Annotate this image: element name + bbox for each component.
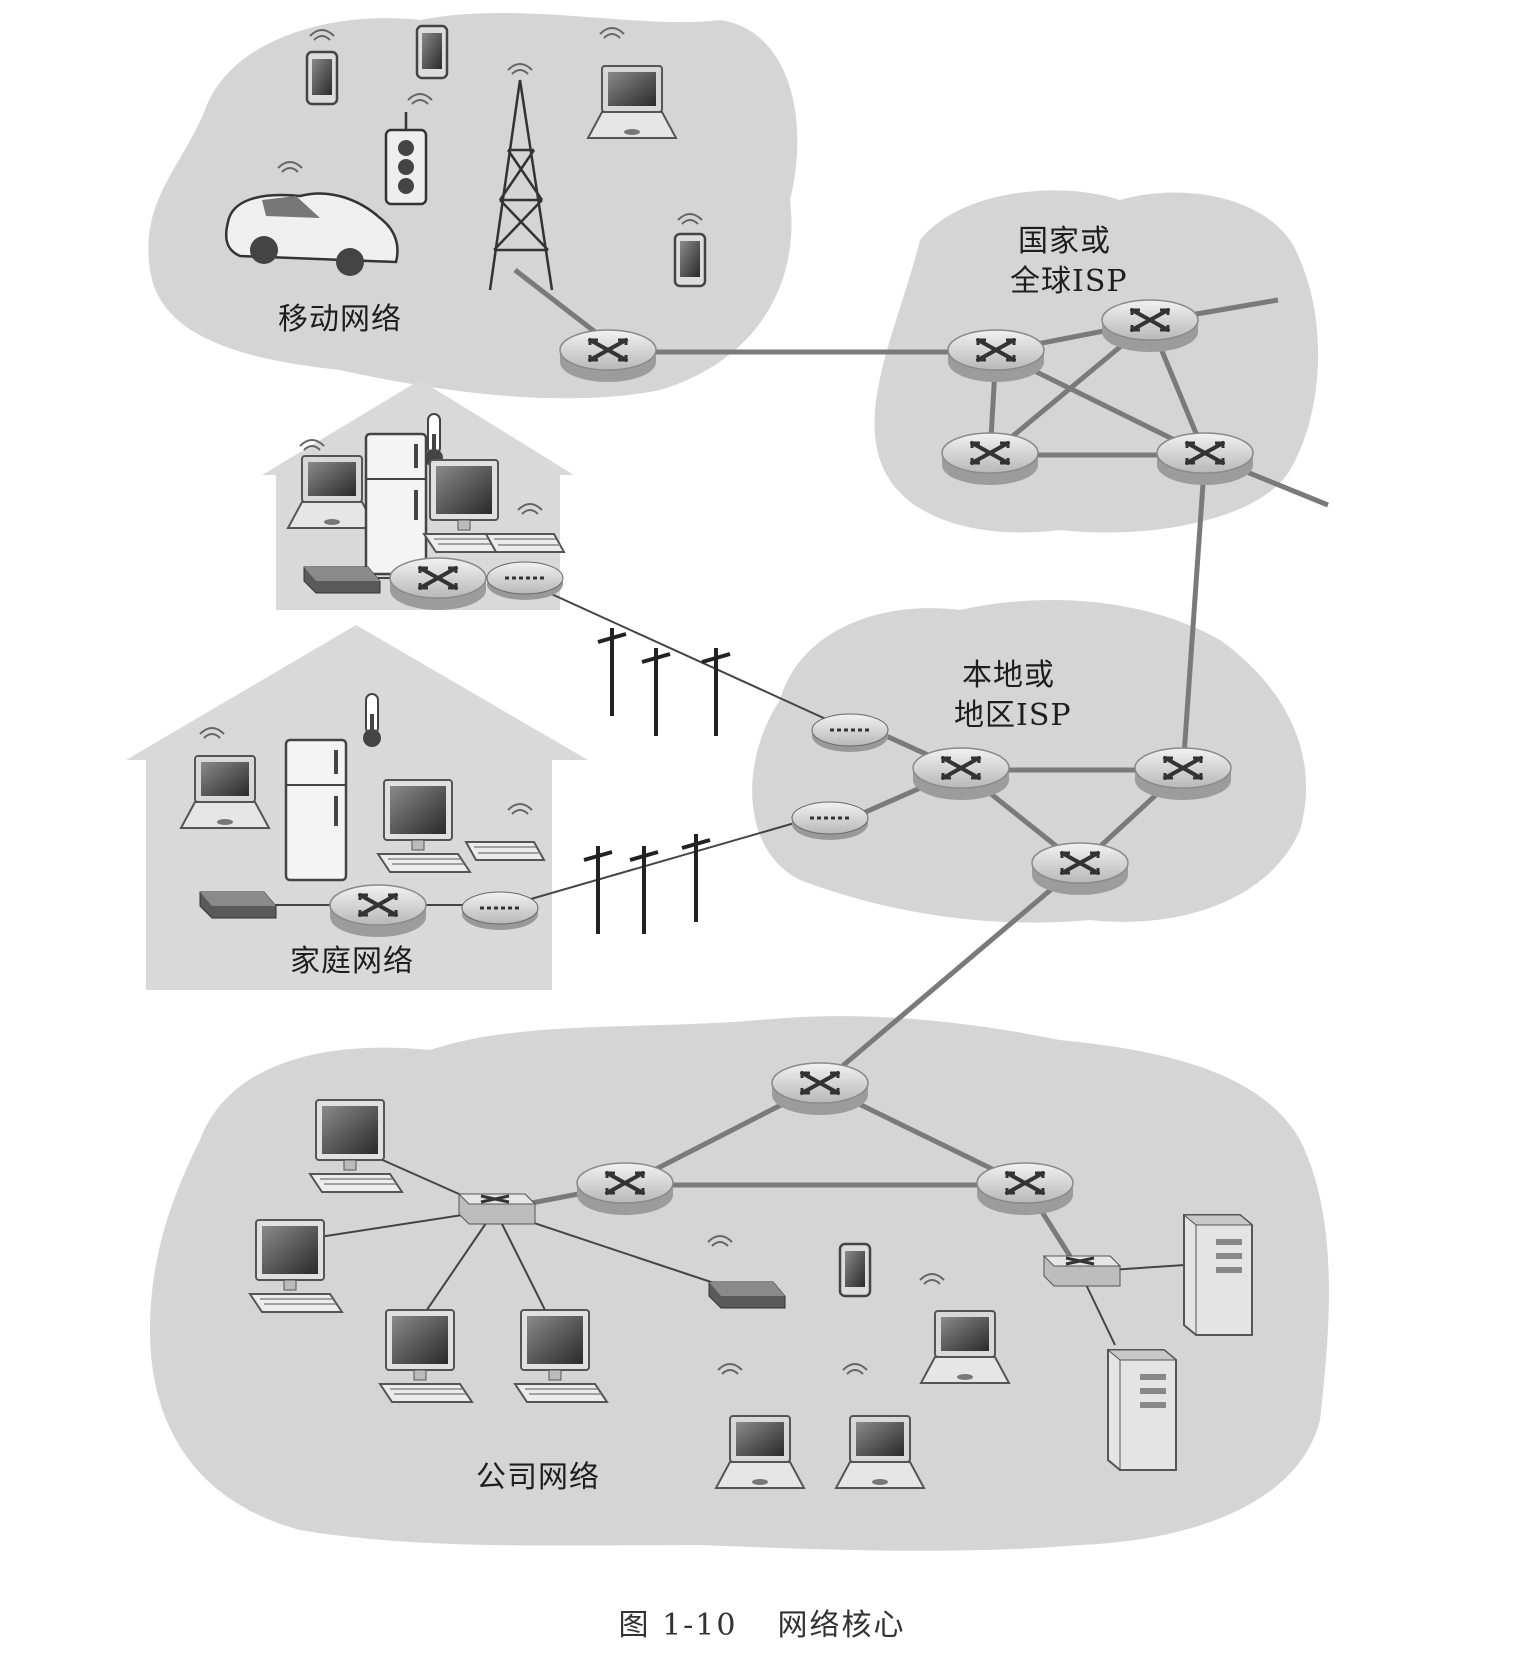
figure-caption: 图 1-10 网络核心	[0, 1600, 1524, 1644]
fridge-icon	[284, 738, 348, 882]
enterprise-router-icon	[575, 1161, 675, 1217]
home-access-point-icon	[460, 890, 540, 932]
local-isp-router-icon	[1030, 841, 1130, 897]
modem-icon	[199, 891, 277, 919]
figure-title: 网络核心	[777, 1608, 906, 1643]
home-network-label: 家庭网络	[290, 944, 414, 979]
local-isp-label-line2: 地区ISP	[954, 698, 1072, 733]
dslam-icon	[810, 712, 890, 754]
tablet-icon	[838, 1242, 872, 1298]
laptop-icon	[287, 455, 377, 529]
laptop-icon	[835, 1415, 925, 1489]
thermostat-icon	[362, 693, 382, 748]
home-access-point-icon	[485, 560, 565, 602]
enterprise-router-icon	[770, 1061, 870, 1117]
home-router-icon	[328, 883, 428, 939]
home-router-icon	[388, 556, 488, 612]
switch-icon	[457, 1192, 537, 1226]
modem-icon	[303, 566, 381, 594]
national-isp-label-line2: 全球ISP	[1010, 264, 1128, 299]
national-isp-label-line1: 国家或	[1018, 224, 1111, 259]
mobile-edge-router-icon	[558, 328, 658, 384]
car-icon	[224, 192, 399, 276]
dslam-icon	[790, 800, 870, 842]
server-icon	[1107, 1349, 1177, 1471]
enterprise-router-icon	[975, 1161, 1075, 1217]
fridge-icon	[364, 432, 428, 576]
keyboard-icon	[485, 533, 565, 553]
wireless-access-point-icon	[708, 1281, 786, 1309]
national-isp-router-icon	[1155, 431, 1255, 487]
mobile-network-label: 移动网络	[278, 302, 402, 337]
national-isp-router-icon	[946, 328, 1046, 384]
phone-icon	[415, 24, 449, 80]
server-icon	[1183, 1214, 1253, 1336]
enterprise-network-label: 公司网络	[476, 1460, 600, 1495]
laptop-icon	[920, 1310, 1010, 1384]
local-isp-label-line1: 本地或	[962, 658, 1055, 693]
phone-icon	[305, 50, 339, 106]
laptop-icon	[180, 755, 270, 829]
telephone-poles-lower	[582, 832, 712, 936]
local-isp-router-icon	[911, 746, 1011, 802]
local-isp-cloud	[752, 600, 1307, 923]
local-isp-router-icon	[1133, 746, 1233, 802]
cell-tower-icon	[488, 79, 554, 291]
national-isp-router-icon	[940, 431, 1040, 487]
national-isp-router-icon	[1100, 298, 1200, 354]
phone-icon	[673, 232, 707, 288]
laptop-icon	[715, 1415, 805, 1489]
traffic-light-icon	[384, 112, 428, 206]
keyboard-icon	[465, 841, 545, 861]
switch-icon	[1042, 1254, 1122, 1288]
figure-number: 图 1-10	[618, 1608, 738, 1643]
laptop-icon	[587, 65, 677, 139]
